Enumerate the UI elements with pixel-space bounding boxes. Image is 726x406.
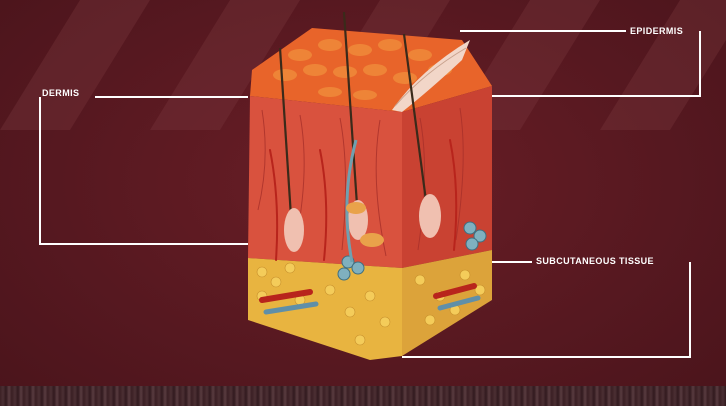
epidermis-label: EPIDERMIS — [630, 26, 683, 36]
subcutaneous-leader — [402, 262, 690, 357]
dermis-leader — [40, 97, 248, 244]
epidermis-leader — [460, 31, 700, 96]
bottom-noise-band — [0, 386, 726, 406]
dermis-label: DERMIS — [42, 88, 79, 98]
subcutaneous-tissue-label: SUBCUTANEOUS TISSUE — [536, 256, 654, 266]
